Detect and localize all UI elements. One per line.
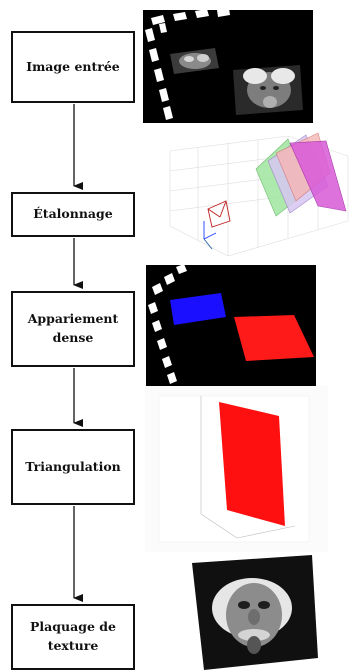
step-triangulation: Triangulation bbox=[11, 429, 135, 505]
step-appariement-dense: Appariement dense bbox=[11, 291, 135, 367]
dense-matching-thumbnail bbox=[146, 265, 316, 386]
triangulated-surface bbox=[219, 402, 285, 526]
step-plaquage-texture: Plaquage de texture bbox=[11, 604, 135, 670]
step-etalonnage: Étalonnage bbox=[11, 192, 135, 237]
plot-axes bbox=[200, 396, 296, 539]
face-photo-small bbox=[170, 48, 219, 74]
plot-grid bbox=[169, 135, 349, 257]
step-label: Image entrée bbox=[26, 58, 120, 74]
step-label: Plaquage de texture bbox=[30, 619, 116, 653]
checkerboard-pattern bbox=[145, 10, 230, 120]
checkerboard-pattern bbox=[148, 265, 187, 384]
step-label: Triangulation bbox=[25, 458, 121, 474]
triangulation-3d-plot bbox=[145, 386, 328, 552]
input-images-thumbnail bbox=[143, 10, 313, 123]
step-label: Étalonnage bbox=[33, 206, 113, 222]
matched-region-left bbox=[170, 293, 226, 325]
textured-face-thumbnail bbox=[190, 553, 318, 670]
face-photo-large bbox=[233, 65, 303, 115]
step-label: Appariement dense bbox=[27, 311, 119, 345]
camera-frames bbox=[203, 200, 231, 250]
step-image-entree: Image entrée bbox=[11, 31, 135, 103]
calibration-3d-plot bbox=[158, 131, 354, 265]
calibration-planes bbox=[255, 132, 347, 217]
matched-region-right bbox=[234, 315, 314, 361]
